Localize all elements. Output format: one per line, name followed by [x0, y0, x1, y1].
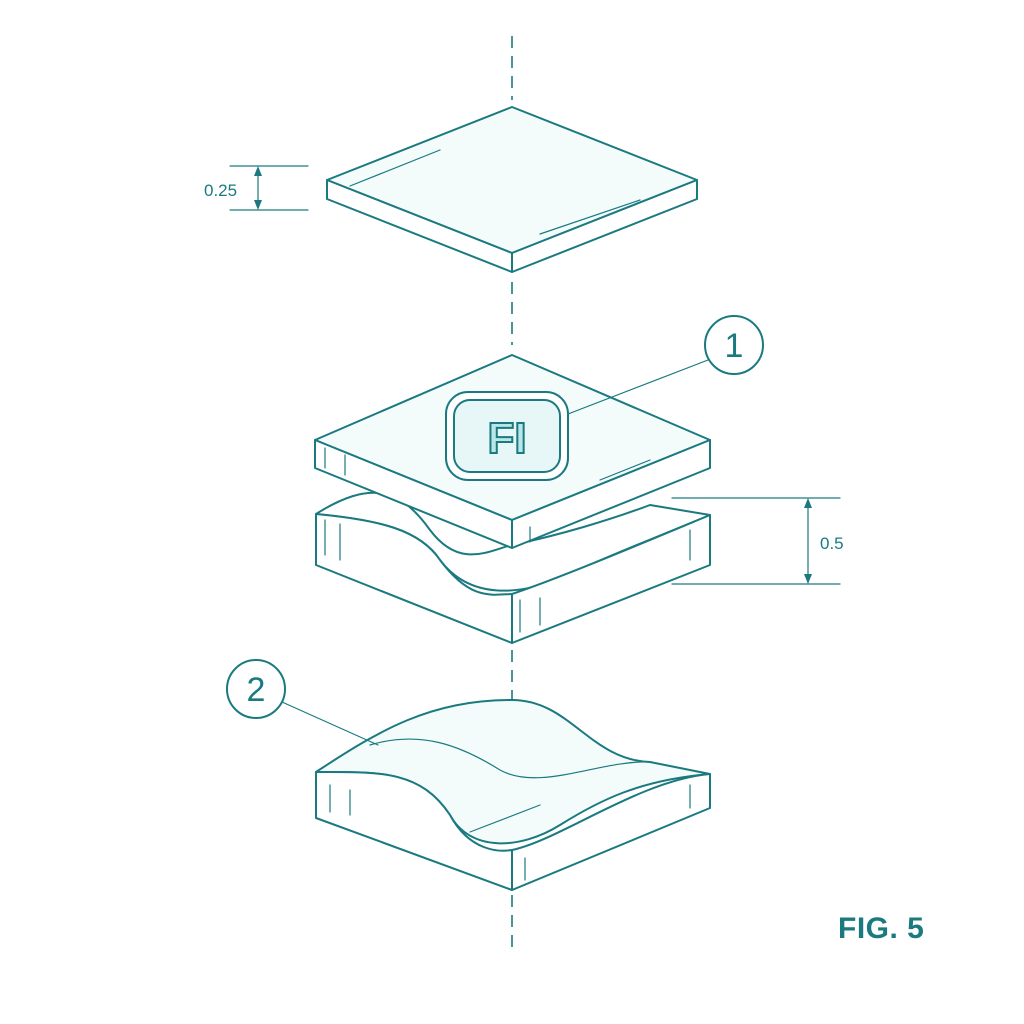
middle-logo-plate: FI	[314, 354, 711, 549]
logo-text: FI	[487, 414, 526, 463]
dimension-middle-assembly-height: 0.5	[671, 497, 844, 585]
figure-label: FIG. 5	[838, 912, 925, 945]
callout-1-label: 1	[725, 327, 744, 365]
middle-wavy-block	[315, 491, 711, 644]
callout-2: 2	[226, 659, 379, 746]
callout-2-label: 2	[247, 671, 266, 709]
bottom-wavy-base	[315, 699, 711, 891]
dimension-top-plate-thickness: 0.25	[204, 165, 309, 211]
dimension-label-0-25: 0.25	[204, 181, 237, 200]
top-plate	[326, 106, 698, 273]
fi-logo-badge: FI	[445, 391, 569, 481]
callout-1: 1	[567, 315, 764, 415]
dimension-label-0-5: 0.5	[820, 534, 844, 553]
